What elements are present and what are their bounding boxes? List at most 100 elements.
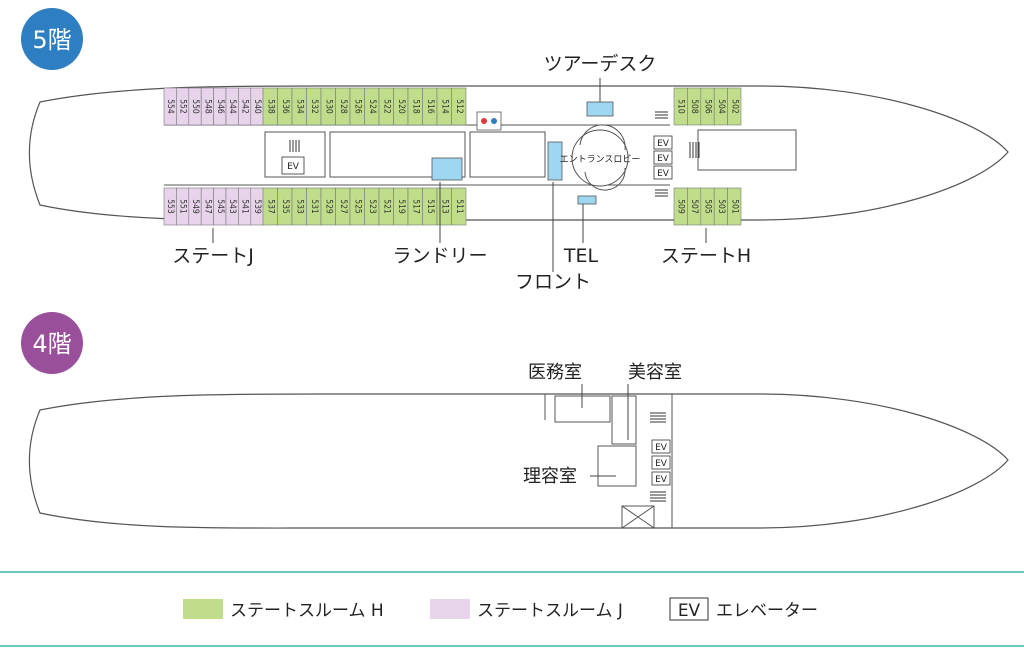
elevator-label: EV <box>655 443 668 453</box>
elevator-box <box>281 156 305 175</box>
elevator-label: EV <box>287 162 300 172</box>
elevator-box <box>651 439 671 454</box>
stateroom-number: 508 <box>689 99 699 114</box>
legend-swatch-j <box>430 599 470 619</box>
stateroom-number: 512 <box>454 99 464 114</box>
stateroom-number: 501 <box>729 199 739 214</box>
legend: ステートスルーム H ステートスルーム J EV エレベーター <box>183 597 818 621</box>
stateroom <box>727 87 742 126</box>
stateroom-number: 515 <box>425 199 435 214</box>
floor4-rooms <box>544 394 673 529</box>
stateroom-number: 532 <box>309 99 319 114</box>
elevator-label: EV <box>657 154 670 164</box>
stateroom-number: 529 <box>323 199 333 214</box>
medical-room-label: 医務室 <box>528 362 582 383</box>
stateroom-number: 527 <box>338 199 348 214</box>
stateroom-number: 522 <box>381 99 391 114</box>
stateroom-number: 509 <box>676 199 686 214</box>
stateroom-number: 551 <box>178 199 188 214</box>
floor5-badge: 5階 <box>21 8 83 70</box>
stateroom-number: 542 <box>240 99 250 114</box>
tel-area <box>577 195 597 205</box>
stateroom-number: 538 <box>265 99 275 114</box>
stateroom-number: 550 <box>190 99 200 114</box>
stateroom <box>727 187 742 226</box>
stateroom-number: 523 <box>367 199 377 214</box>
tel-label: TEL <box>563 245 599 267</box>
stateroom-number: 503 <box>716 199 726 214</box>
elevator-box <box>651 455 671 470</box>
stateroom <box>451 187 467 226</box>
stateroom <box>451 87 467 126</box>
laundry-area <box>431 157 463 181</box>
floor4-storage <box>621 505 655 529</box>
stateroom-number: 513 <box>439 199 449 214</box>
state-j-label: ステートJ <box>172 245 254 267</box>
legend-ev-box-label: EV <box>678 601 701 621</box>
stateroom-number: 554 <box>165 99 175 114</box>
stateroom-number: 533 <box>294 199 304 214</box>
stateroom-number: 519 <box>396 199 406 214</box>
floor5-labels <box>212 78 707 272</box>
stateroom-number: 504 <box>716 99 726 114</box>
stateroom-number: 518 <box>410 99 420 114</box>
stateroom-number: 530 <box>323 99 333 114</box>
stateroom-number: 502 <box>729 99 739 114</box>
elevator-box <box>653 150 673 165</box>
elevator-box <box>653 135 673 150</box>
stateroom-number: 539 <box>252 199 262 214</box>
elevator-label: EV <box>657 139 670 149</box>
stateroom-number: 534 <box>294 99 304 114</box>
legend-ev-box <box>669 597 709 621</box>
stateroom-number: 517 <box>410 199 420 214</box>
restroom-icon <box>476 111 502 131</box>
stateroom-number: 531 <box>309 199 319 214</box>
tour-desk-area <box>586 101 614 117</box>
stateroom-number: 520 <box>396 99 406 114</box>
stateroom-number: 540 <box>252 99 262 114</box>
floor5-fixtures: EV EV EV EV エントランスロビー <box>281 101 700 205</box>
stateroom-number: 541 <box>240 199 250 214</box>
stateroom-number: 506 <box>703 99 713 114</box>
stateroom-number: 544 <box>227 99 237 114</box>
stateroom-number: 553 <box>165 199 175 214</box>
stateroom-number: 537 <box>265 199 275 214</box>
stateroom-number: 546 <box>215 99 225 114</box>
floor4-labels <box>581 384 629 477</box>
stateroom-number: 526 <box>352 99 362 114</box>
stateroom-number: 521 <box>381 199 391 214</box>
front-desk-area <box>547 141 563 181</box>
stairs-icon <box>289 111 700 197</box>
stateroom-number: 536 <box>280 99 290 114</box>
barber-label: 理容室 <box>523 466 577 487</box>
stateroom-number: 549 <box>190 199 200 214</box>
stairs-icon <box>650 412 666 502</box>
floor4-badge: 4階 <box>21 312 83 374</box>
floor4-hull <box>28 393 1009 529</box>
elevator-label: EV <box>655 475 668 485</box>
lobby-label: エントランスロビー <box>560 154 641 165</box>
stateroom-number: 524 <box>367 99 377 114</box>
front-label: フロント <box>515 271 591 293</box>
stateroom-number: 525 <box>352 199 362 214</box>
stateroom-number: 545 <box>215 199 225 214</box>
tour-desk-label: ツアーデスク <box>544 53 657 75</box>
floor5-badge-label: 5階 <box>32 26 71 54</box>
legend-label-j: ステートスルーム J <box>477 601 623 621</box>
stateroom-number: 543 <box>227 199 237 214</box>
elevator-box <box>653 165 673 180</box>
legend-label-h: ステートスルーム H <box>230 601 384 621</box>
stateroom-number: 516 <box>425 99 435 114</box>
elevator-label: EV <box>655 459 668 469</box>
stateroom-number: 552 <box>178 99 188 114</box>
stateroom-number: 514 <box>439 99 449 114</box>
elevator-box <box>651 471 671 486</box>
stateroom-number: 535 <box>280 199 290 214</box>
